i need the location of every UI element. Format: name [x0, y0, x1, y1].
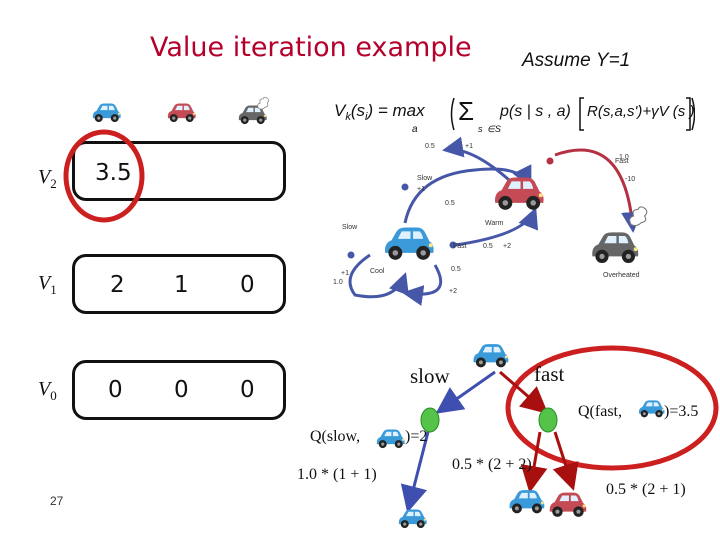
q-fast-prefix: Q(fast, [578, 403, 622, 421]
fast-outcome-warm-car-icon [550, 493, 587, 517]
q-fast-cool-car-icon [639, 400, 665, 417]
fast-calculation-overheated: 0.5 * (2 + 1) [606, 481, 686, 499]
q-fast-suffix: )=3.5 [664, 403, 698, 421]
q-slow-suffix: )=2 [405, 428, 427, 446]
fast-chance-node [539, 408, 557, 432]
slow-outcome-cool-car-icon [510, 490, 545, 513]
fast-outcome-overheated-arrow [555, 432, 573, 488]
fast-calculation-warm: 0.5 * (2 + 2) [452, 456, 532, 474]
page-number: 27 [50, 494, 63, 508]
slow-calculation: 1.0 * (1 + 1) [297, 466, 377, 484]
outcome-cool-car-icon [399, 510, 427, 529]
q-slow-prefix: Q(slow, [310, 428, 360, 446]
q-slow-cool-car-icon [377, 430, 405, 449]
tree-root-cool-car-icon [474, 344, 509, 367]
action-fast-label: fast [534, 362, 564, 387]
action-slow-label: slow [410, 364, 450, 389]
